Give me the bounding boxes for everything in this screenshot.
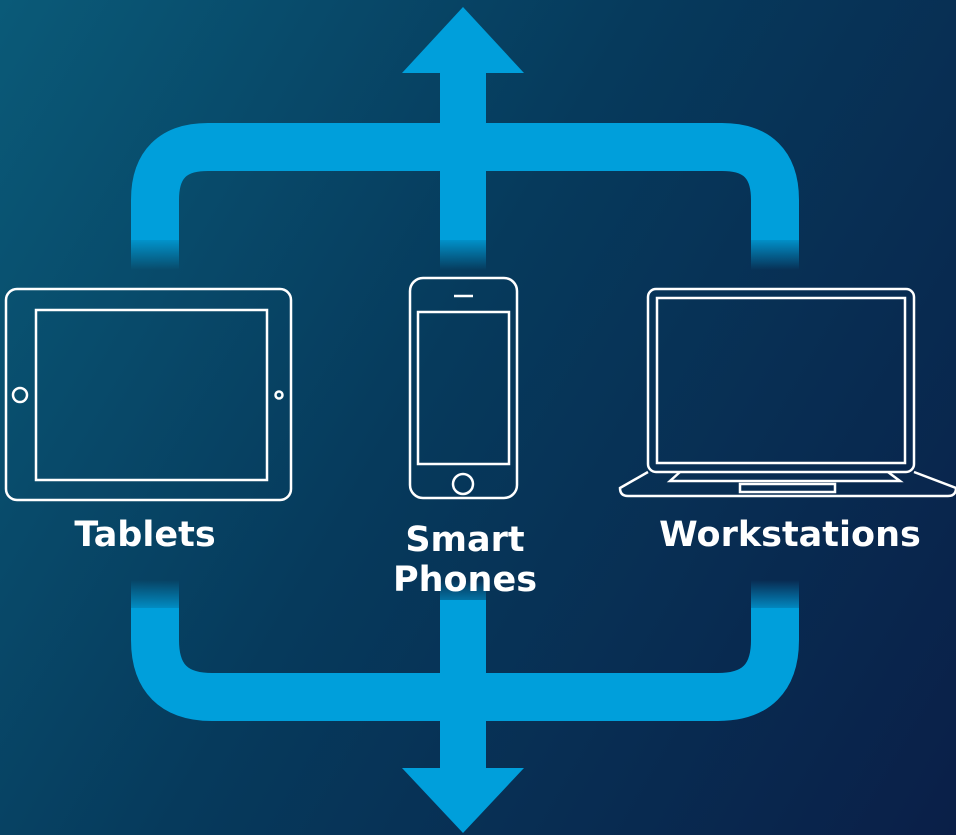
smartphone-icon xyxy=(408,276,519,500)
smart-phones-label: Smart Phones xyxy=(365,520,565,600)
smart-phones-label-line2: Phones xyxy=(392,560,538,600)
tablet-icon xyxy=(4,287,293,502)
arrow-up-icon xyxy=(402,7,524,270)
bottom-left-fade xyxy=(131,580,179,615)
workstations-label: Workstations xyxy=(659,515,921,555)
tablets-label: Tablets xyxy=(74,515,216,555)
bottom-right-fade xyxy=(751,580,799,615)
laptop-icon xyxy=(618,287,956,498)
top-left-fade xyxy=(131,235,179,270)
top-right-fade xyxy=(751,235,799,270)
smart-phones-label-line1: Smart xyxy=(405,520,525,560)
arrow-down-icon xyxy=(402,580,524,833)
